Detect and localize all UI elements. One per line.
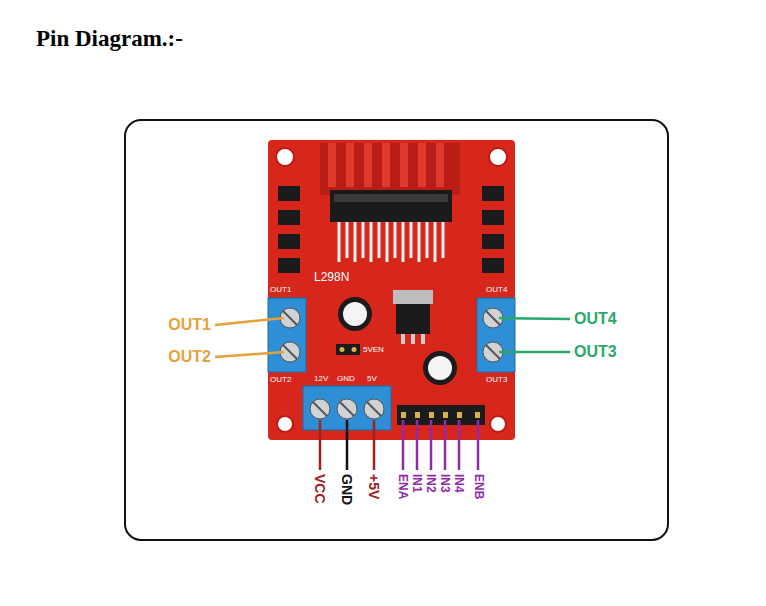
l298n-chip: [330, 190, 452, 262]
silkscreen-label: GND: [337, 374, 355, 384]
silkscreen-label: 5VEN: [363, 345, 384, 355]
pin-label: ENA: [396, 474, 410, 499]
pin-header: [397, 405, 485, 425]
silkscreen-label: OUT2: [270, 375, 291, 385]
pin-label: GND: [339, 474, 356, 505]
pin-label: ENB: [472, 474, 486, 499]
mount-hole: [276, 148, 294, 166]
pin-label: OUT2: [168, 347, 211, 366]
board-pcb: [268, 140, 515, 440]
mount-hole: [277, 416, 293, 432]
leader-lines: [215, 318, 570, 470]
silkscreen-label: OUT1: [270, 285, 291, 295]
heatsink: [320, 143, 460, 195]
page-title: Pin Diagram.:-: [36, 26, 183, 52]
pin-label: IN4: [452, 474, 466, 493]
pin-label: IN3: [438, 474, 452, 493]
mount-hole: [489, 148, 507, 166]
pin-label: IN2: [424, 474, 438, 493]
chip-name: L298N: [314, 270, 349, 284]
silkscreen-label: 12V: [314, 374, 328, 384]
screw-terminals: [268, 298, 515, 430]
pin-label: IN1: [410, 474, 424, 493]
pin-label: VCC: [312, 474, 329, 504]
l298n-board: [268, 140, 515, 440]
mount-hole: [490, 416, 506, 432]
silkscreen-label: OUT3: [486, 375, 507, 385]
frame: [125, 120, 668, 540]
pin-label: OUT4: [574, 309, 617, 328]
capacitors: [338, 297, 457, 385]
pin-label: OUT1: [168, 315, 211, 334]
jumper: [336, 344, 360, 355]
diodes: [278, 186, 504, 273]
pin-label: +5V: [366, 474, 383, 499]
silkscreen-label: OUT4: [486, 285, 507, 295]
silkscreen-label: 5V: [367, 374, 377, 384]
voltage-regulator: [393, 290, 433, 344]
pin-label: OUT3: [574, 342, 617, 361]
